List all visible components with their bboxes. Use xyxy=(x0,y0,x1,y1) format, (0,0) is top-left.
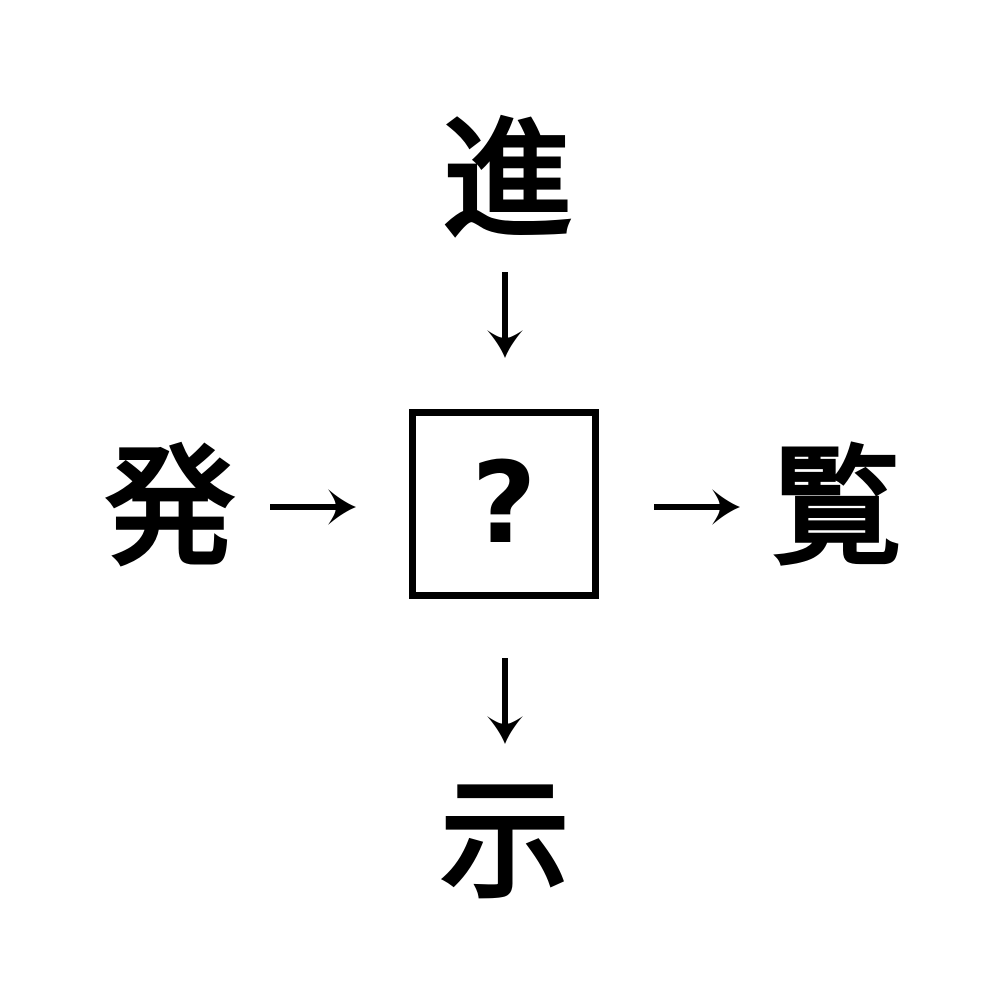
arrow-down-icon xyxy=(487,272,523,358)
arrow-right-icon xyxy=(270,489,356,525)
arrow-right-icon xyxy=(654,489,740,525)
kanji-right: 覧 xyxy=(771,432,903,584)
arrow-right-icon xyxy=(270,489,356,525)
arrow-down-icon xyxy=(487,272,523,358)
answer-box: ? xyxy=(409,409,599,599)
kanji-left: 発 xyxy=(104,432,236,584)
arrow-down-icon xyxy=(487,658,523,744)
question-mark: ? xyxy=(471,439,537,569)
kanji-bottom: 示 xyxy=(439,765,571,917)
arrow-down-icon xyxy=(487,658,523,744)
arrow-right-icon xyxy=(654,489,740,525)
kanji-top: 進 xyxy=(441,104,573,256)
